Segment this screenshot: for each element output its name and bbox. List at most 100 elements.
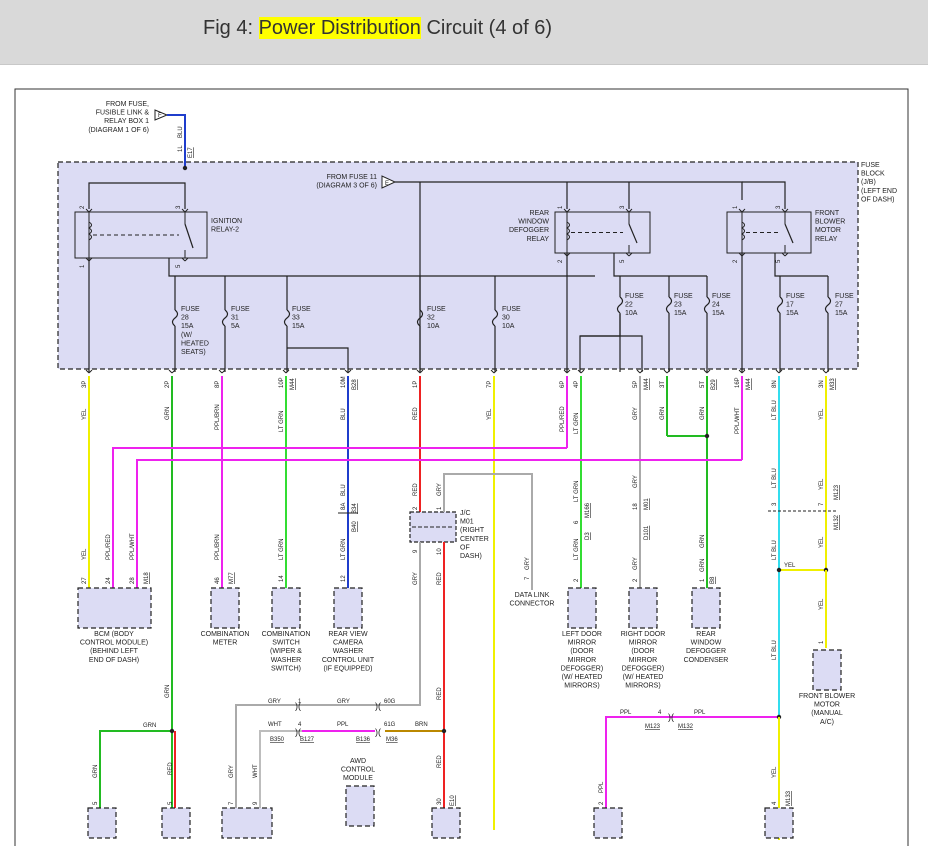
terminal-conn: M44 (644, 378, 650, 390)
wire-label: LT GRN (574, 539, 580, 560)
wire-label: GRY (229, 765, 235, 778)
relay-label: RELAY-2 (211, 227, 239, 234)
feed-source-label: (DIAGRAM 1 OF 6) (88, 127, 149, 134)
component-pin: 9 (253, 801, 259, 805)
component-pin: 2 (599, 801, 605, 805)
wire-ppl-white (136, 459, 742, 590)
relay-pin-mark (181, 208, 186, 213)
wire-label: PPL/BRN (215, 404, 221, 430)
inline-pin: 18 (633, 503, 639, 510)
terminal-mark (221, 369, 226, 374)
fuse-label: FUSE (625, 293, 644, 300)
inline-conn: D3 (585, 532, 591, 540)
joint-connector-label: J/C (460, 510, 471, 517)
connector-id: M132 (678, 724, 694, 730)
component-label: METER (213, 640, 238, 647)
relay-pin-mark (566, 208, 571, 213)
inline-conn: M132 (834, 514, 840, 530)
inline-pin: 7 (819, 502, 825, 506)
fuse-rating: 15A (835, 310, 848, 317)
component-label: CAMERA (333, 640, 363, 647)
relay-pin: 1 (558, 205, 564, 209)
fuse-rating: 15A (712, 310, 725, 317)
fuse-rating: 15A (292, 323, 305, 330)
connector-mark: )( (668, 712, 674, 722)
terminal-mark (168, 369, 173, 374)
relay-pin: 2 (80, 205, 86, 209)
fuse-label: FUSE (835, 293, 854, 300)
terminal-pin: 7P (487, 381, 493, 388)
wire-label: YEL (487, 408, 493, 420)
figure-title: Fig 4: Power Distribution Circuit (4 of … (203, 17, 552, 40)
component-pin: 46 (215, 577, 221, 584)
fuse-block-label: (J/B) (861, 179, 876, 186)
component-label: CONTROL UNIT (322, 657, 375, 664)
joint-connector-label: DASH) (460, 553, 482, 560)
inline-conn: B40 (352, 521, 358, 532)
connector-mark: )( (375, 727, 381, 737)
fuse-label: FUSE (181, 306, 200, 313)
highlighted-term[interactable]: Power Distribution (258, 17, 421, 39)
wire-label: YEL (82, 548, 88, 560)
connector-id: B350 (270, 737, 285, 743)
relay-pin-mark (181, 257, 186, 262)
bottom-component (431, 807, 461, 839)
component-label: (DOOR (570, 648, 593, 655)
terminal-mark (85, 369, 90, 374)
relay-pin: 5 (176, 264, 182, 268)
component-box (77, 587, 152, 629)
wire-label: LT GRN (279, 411, 285, 432)
wire-label: PPL/RED (560, 406, 566, 432)
relay-label: DEFOGGER (509, 227, 549, 234)
component-conn: E10 (450, 795, 456, 806)
page-header: Fig 4: Power Distribution Circuit (4 of … (0, 0, 928, 65)
fuse-block-label: (LEFT END (861, 188, 897, 195)
fuse-number: 28 (181, 315, 189, 322)
component-label: WASHER (333, 648, 363, 655)
component-pin: 7 (229, 801, 235, 805)
fuse-number: 27 (835, 302, 843, 309)
connector-id: B127 (300, 737, 315, 743)
fuse-icon (776, 296, 784, 314)
terminal-mark (493, 369, 498, 374)
feed-conn: E17 (188, 147, 194, 158)
bottom-component (221, 807, 273, 839)
component-label: CONDENSER (684, 657, 729, 664)
component-label: MIRRORS) (625, 683, 660, 690)
wire-label: GRY (437, 483, 443, 496)
inline-conn: M01 (644, 498, 650, 510)
relay-label: FRONT (815, 210, 840, 217)
relay-pin-mark (563, 208, 568, 213)
terminal-pin: 10P (279, 377, 285, 388)
terminal-mark (580, 369, 585, 374)
terminal-mark (666, 369, 671, 374)
fuse-icon (824, 296, 832, 314)
fuse-icon (665, 296, 673, 314)
component-box (691, 587, 721, 629)
wire-label: GRN (660, 407, 666, 420)
component-box (210, 587, 240, 629)
component-label: END OF DASH) (89, 657, 139, 664)
fuse-number: 31 (231, 315, 239, 322)
component-pin: 27 (82, 577, 88, 584)
wire-label: GRY (633, 557, 639, 570)
terminal-mark (825, 369, 830, 374)
wire-label: GRN (700, 559, 706, 572)
wire-label: YEL (819, 536, 825, 548)
wire-label: GRN (143, 723, 156, 729)
wire-label: LT BLU (772, 640, 778, 660)
terminal-pin: 5P (633, 381, 639, 388)
wire-label: RED (437, 572, 443, 585)
connector-pin: 4 (658, 710, 662, 716)
fuse-label: FUSE (231, 306, 250, 313)
fuse-number: 17 (786, 302, 794, 309)
splice-dot (169, 728, 175, 734)
feed-source-label: RELAY BOX 1 (104, 118, 149, 125)
bus-wire (88, 182, 186, 209)
terminal-pin: 3N (819, 380, 825, 388)
component-pin: 4 (772, 801, 778, 805)
component-label: RIGHT DOOR (621, 631, 666, 638)
splice-dot (776, 567, 782, 573)
relay-pin-mark (628, 252, 633, 257)
inline-conn: B34 (352, 503, 358, 514)
